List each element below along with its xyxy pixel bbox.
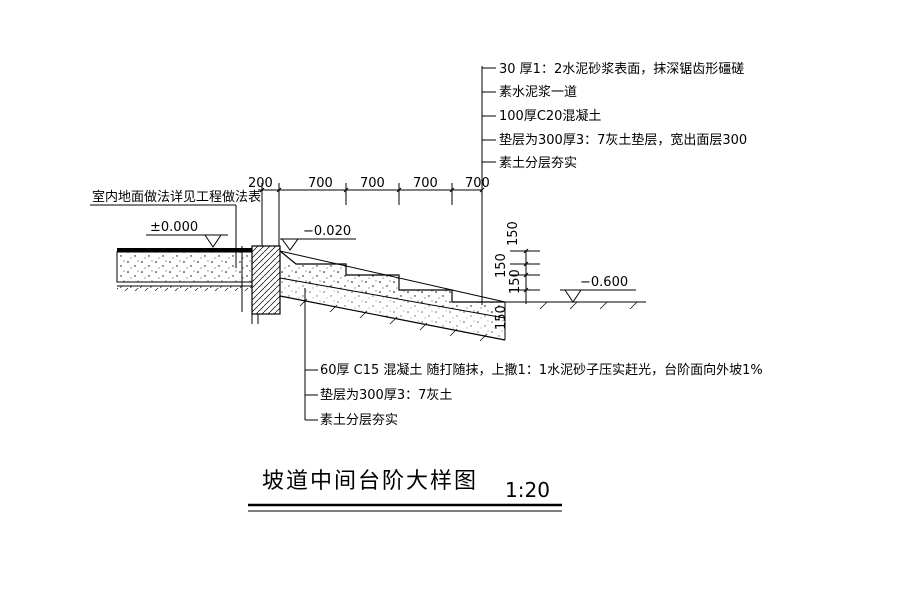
- drawing-title: 坡道中间台阶大样图: [262, 469, 478, 494]
- dim-top-700-1: 700: [308, 176, 333, 191]
- upper-note-2: 素水泥浆一道: [499, 85, 577, 100]
- elevation-ramp-top: −0.020: [303, 224, 351, 239]
- elevation-floor: ±0.000: [150, 220, 198, 235]
- lower-note-1: 60厚 C15 混凝土 随打随抹，上撒1：1水泥砂子压实赶光，台阶面向外坡1%: [320, 362, 763, 378]
- elevation-ramp-marker: [280, 238, 356, 251]
- upper-notes-leader: [481, 66, 496, 305]
- dim-top-200: 200: [248, 176, 273, 191]
- upper-note-5: 素土分层夯实: [499, 156, 577, 171]
- elevation-ground: −0.600: [580, 275, 628, 290]
- wall-section: [241, 195, 281, 324]
- title-underline: [248, 503, 562, 512]
- dim-top-700-2: 700: [360, 176, 385, 191]
- left-note: 室内地面做法详见工程做法表: [92, 189, 261, 205]
- dim-vertical-1: 150: [506, 221, 521, 246]
- top-dimension-line: [258, 183, 485, 205]
- dim-vertical-2: 150: [494, 253, 509, 278]
- indoor-floor: [116, 248, 253, 291]
- dim-vertical-4: 150: [494, 305, 509, 330]
- upper-note-1: 30 厚1：2水泥砂浆表面，抹深锯齿形礓磋: [499, 62, 744, 77]
- upper-note-4: 垫层为300厚3：7灰土垫层，宽出面层300: [499, 132, 747, 148]
- lower-note-2: 垫层为300厚3：7灰土: [320, 387, 452, 403]
- upper-note-3: 100厚C20混凝土: [499, 108, 601, 124]
- lower-note-3: 素土分层夯实: [320, 413, 398, 428]
- drawing-scale: 1:20: [505, 478, 550, 502]
- dim-vertical-3: 150: [508, 269, 523, 294]
- dim-top-700-3: 700: [413, 176, 438, 191]
- lower-notes-leader: [304, 288, 318, 421]
- ramp-steps-section: [279, 250, 506, 342]
- dim-top-700-4: 700: [465, 176, 490, 191]
- elevation-floor-marker: [146, 234, 228, 248]
- outdoor-ground: [505, 289, 646, 310]
- vertical-dimension-line: [510, 248, 540, 304]
